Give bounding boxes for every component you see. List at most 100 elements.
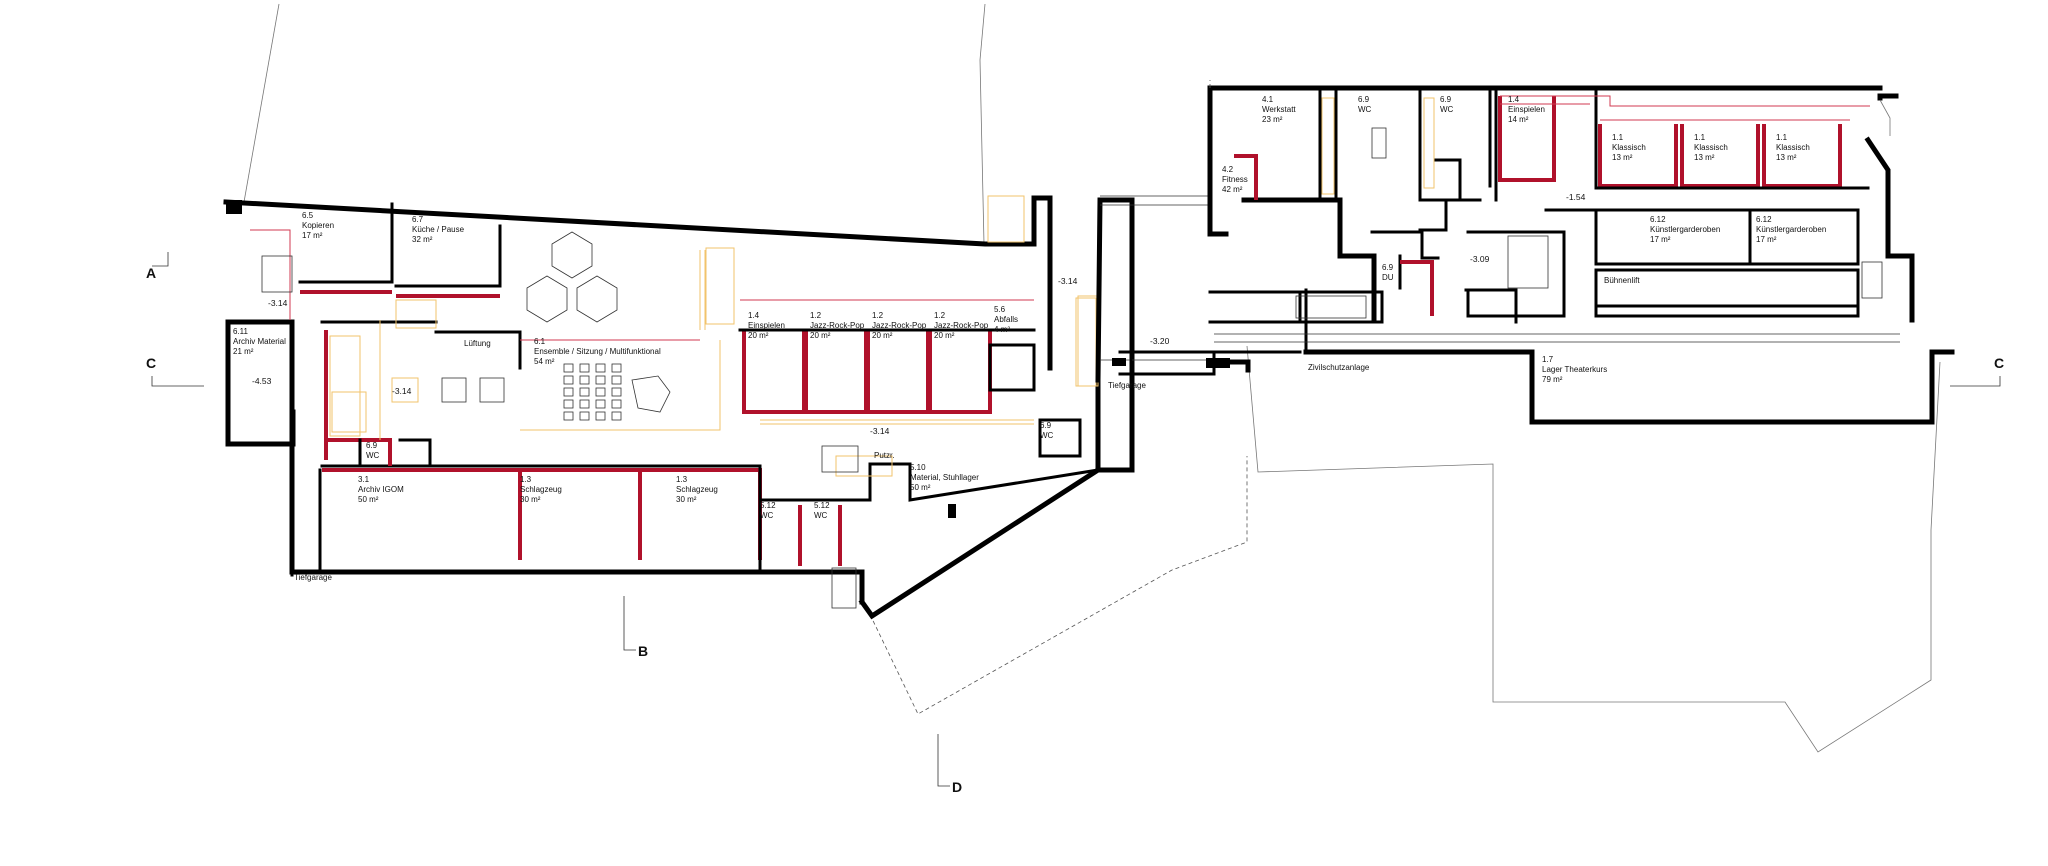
seat — [595, 387, 606, 397]
room-label-line: 6.11 — [233, 327, 249, 336]
room-label-line: Archiv Material — [233, 337, 286, 346]
room-label-line: 6.12 — [1756, 215, 1772, 224]
section-marker-c-left: C — [146, 355, 204, 387]
section-label-c-right: C — [1994, 355, 2004, 371]
furniture-lines — [250, 195, 1099, 477]
room-label-line: 5.6 — [994, 305, 1006, 314]
right-wing-walls — [1207, 85, 1955, 425]
room-label-line: Jazz-Rock-Pop — [872, 321, 927, 330]
room-label-line: Klassisch — [1612, 143, 1646, 152]
room-label-line: 17 m² — [302, 231, 323, 240]
room-label-line: Kopieren — [302, 221, 334, 230]
room-label-line: 1.1 — [1612, 133, 1624, 142]
seat — [563, 411, 574, 421]
room-label-line: 6.5 — [302, 211, 314, 220]
room-label-line: 6.9 — [366, 441, 378, 450]
terrain-lines — [243, 3, 1941, 753]
seat — [579, 375, 590, 385]
room-label-line: 79 m² — [1542, 375, 1563, 384]
room-label-line: Küche / Pause — [412, 225, 465, 234]
seat — [611, 363, 622, 373]
room-label-line: 21 m² — [233, 347, 254, 356]
seat — [611, 387, 622, 397]
level-3: -3.14 — [392, 386, 412, 396]
seat — [563, 375, 574, 385]
room-label-line: 50 m² — [358, 495, 379, 504]
section-label-a: A — [146, 265, 156, 281]
room-label-line: 13 m² — [1612, 153, 1633, 162]
room-label-line: 1.4 — [748, 311, 760, 320]
room-label-line: 50 m² — [910, 483, 931, 492]
room-label-line: Schlagzeug — [520, 485, 562, 494]
room-label-line: Abfalls — [994, 315, 1018, 324]
room-label-line: 1.2 — [872, 311, 884, 320]
section-marker-d: D — [937, 734, 962, 795]
room-label-line: Künstlergarderoben — [1650, 225, 1720, 234]
room-label-line: 4.1 — [1262, 95, 1274, 104]
room-label-line: 4.2 — [1222, 165, 1234, 174]
room-label-line: 6.1 — [534, 337, 546, 346]
left-wing-walls — [223, 195, 1101, 620]
room-label-line: 14 m² — [1508, 115, 1529, 124]
room-label-line: 13 m² — [1694, 153, 1715, 162]
room-label-line: 6.9 — [1040, 421, 1052, 430]
room-label-line: Klassisch — [1694, 143, 1728, 152]
room-label-line: 1.1 — [1776, 133, 1788, 142]
center-walls — [1095, 195, 1222, 473]
seat — [595, 375, 606, 385]
section-marker-b: B — [623, 596, 648, 659]
tag-tiefgarage-2: Tiefgarage — [1108, 381, 1147, 390]
room-label-line: WC — [1440, 105, 1454, 114]
room-label-line: WC — [760, 511, 774, 520]
room-label-line: 1.1 — [1694, 133, 1706, 142]
room-label-line: Klassisch — [1776, 143, 1810, 152]
room-label-line: 5.12 — [814, 501, 830, 510]
room-label-line: 30 m² — [676, 495, 697, 504]
section-label-b: B — [638, 643, 648, 659]
room-label-line: WC — [1358, 105, 1372, 114]
room-label-line: 1.3 — [676, 475, 688, 484]
room-label-line: 5.12 — [760, 501, 776, 510]
room-label-line: Jazz-Rock-Pop — [810, 321, 865, 330]
room-label-line: WC — [814, 511, 828, 520]
section-marker-a: A — [146, 252, 169, 281]
room-label-line: Künstlergarderoben — [1756, 225, 1826, 234]
level-7: -1.54 — [1566, 192, 1586, 202]
right-wing-details — [1100, 80, 1900, 368]
room-label-line: WC — [366, 451, 380, 460]
seat — [563, 387, 574, 397]
room-label-line: Archiv IGOM — [358, 485, 404, 494]
columns — [226, 200, 956, 518]
room-label-line: Fitness — [1222, 175, 1248, 184]
room-label-line: 42 m² — [1222, 185, 1243, 194]
level-labels: -3.14 -4.53 -3.14 -3.14 -3.14 -3.20 -1.5… — [252, 192, 1586, 436]
section-marker-c-right: C — [1950, 355, 2004, 387]
level-5: -3.14 — [1058, 276, 1078, 286]
ensemble-furniture — [441, 231, 671, 421]
room-label-line: Einspielen — [1508, 105, 1545, 114]
level-6: -3.20 — [1150, 336, 1170, 346]
room-label-line: 1.2 — [810, 311, 822, 320]
level-4: -3.14 — [870, 426, 890, 436]
